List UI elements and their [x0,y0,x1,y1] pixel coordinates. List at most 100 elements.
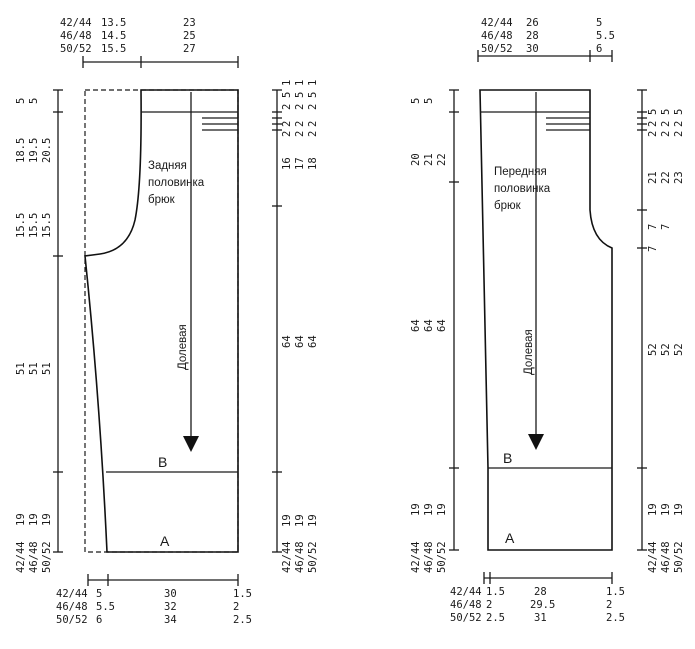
svg-text:46/48: 46/48 [28,541,40,573]
svg-text:30: 30 [164,588,177,600]
svg-text:2: 2 [660,121,672,127]
svg-text:15.5: 15.5 [28,213,40,238]
svg-text:2: 2 [281,121,293,127]
svg-text:19: 19 [41,513,53,526]
svg-text:2: 2 [294,121,306,127]
front-pattern-outline [479,89,613,551]
svg-text:2.5: 2.5 [486,612,505,624]
svg-text:21: 21 [647,171,659,184]
back-top-measurements: 42/44 46/48 50/52 13.5 14.5 15.5 23 25 2… [60,17,239,68]
svg-text:19.5: 19.5 [28,138,40,163]
svg-text:18.5: 18.5 [15,138,27,163]
svg-text:5: 5 [423,98,435,104]
svg-text:1.5: 1.5 [233,588,252,600]
svg-text:42/44: 42/44 [450,586,482,598]
svg-text:2: 2 [673,121,685,127]
back-bottom-measurements: 42/44 46/48 50/52 5 5.5 6 30 32 34 1.5 2… [56,574,252,626]
back-top-col1-2: 14.5 [101,30,126,42]
svg-text:42/44: 42/44 [15,541,27,573]
svg-text:52: 52 [647,343,659,356]
back-pattern-outline [84,89,239,553]
svg-text:2: 2 [660,131,672,137]
svg-text:6: 6 [596,43,602,55]
svg-text:52: 52 [673,343,685,356]
front-title-line-3: брюк [494,200,522,212]
svg-text:17: 17 [294,157,306,170]
svg-text:64: 64 [423,319,435,332]
svg-text:5: 5 [294,92,306,98]
svg-text:15.5: 15.5 [41,213,53,238]
svg-text:46/48: 46/48 [450,599,482,611]
svg-text:19: 19 [423,503,435,516]
svg-text:42/44: 42/44 [481,17,513,29]
front-grain-label: Долевая [523,329,535,375]
back-pattern: 42/44 46/48 50/52 13.5 14.5 15.5 23 25 2… [15,17,319,626]
svg-text:42/44: 42/44 [281,541,293,573]
svg-text:46/48: 46/48 [660,541,672,573]
svg-text:5.5: 5.5 [96,601,115,613]
svg-text:5: 5 [647,109,659,115]
front-label-b: B [503,450,512,466]
svg-text:51: 51 [41,362,53,375]
front-pattern: 42/44 46/48 50/52 26 28 30 5 5.5 6 5 5 2… [410,17,685,624]
front-top-measurements: 42/44 46/48 50/52 26 28 30 5 5.5 6 [477,17,615,62]
svg-text:42/44: 42/44 [410,541,422,573]
svg-text:51: 51 [28,362,40,375]
svg-text:19: 19 [673,503,685,516]
svg-text:23: 23 [673,171,685,184]
svg-text:42/44: 42/44 [647,541,659,573]
svg-text:29.5: 29.5 [530,599,555,611]
svg-text:2: 2 [233,601,239,613]
svg-text:2: 2 [647,131,659,137]
svg-text:15.5: 15.5 [15,213,27,238]
svg-text:19: 19 [307,514,319,527]
svg-text:19: 19 [281,514,293,527]
svg-text:28: 28 [526,30,539,42]
svg-text:18: 18 [307,157,319,170]
svg-text:5: 5 [281,92,293,98]
back-label-b: B [158,454,167,470]
svg-text:19: 19 [436,503,448,516]
svg-text:50/52: 50/52 [436,541,448,573]
svg-text:1: 1 [294,80,306,86]
svg-text:2: 2 [307,121,319,127]
svg-text:5: 5 [660,109,672,115]
svg-text:5: 5 [307,92,319,98]
svg-text:7: 7 [647,224,659,230]
front-title-line-1: Передняя [494,166,547,178]
svg-text:2: 2 [307,131,319,137]
svg-text:1.5: 1.5 [606,586,625,598]
front-right-dimension: 225 225 225 21 22 23 7 7 7 52 52 52 19 1… [637,89,685,573]
svg-text:19: 19 [410,503,422,516]
svg-text:64: 64 [410,319,422,332]
svg-text:1.5: 1.5 [486,586,505,598]
svg-text:51: 51 [15,362,27,375]
svg-text:2: 2 [673,131,685,137]
svg-text:5: 5 [15,98,27,104]
back-top-col2-2: 25 [183,30,196,42]
svg-text:5: 5 [596,17,602,29]
svg-text:46/48: 46/48 [481,30,513,42]
svg-text:30: 30 [526,43,539,55]
svg-text:16: 16 [281,157,293,170]
back-grain-label: Долевая [177,324,189,370]
svg-text:26: 26 [526,17,539,29]
svg-text:20.5: 20.5 [41,138,53,163]
back-label-a: A [160,533,170,549]
back-top-size-1: 42/44 [60,17,92,29]
svg-text:46/48: 46/48 [56,601,88,613]
back-top-col1-1: 13.5 [101,17,126,29]
front-left-dimension: 5 5 20 21 22 64 64 64 19 19 19 42/44 46/… [410,89,459,573]
svg-text:21: 21 [423,153,435,166]
svg-text:19: 19 [294,514,306,527]
svg-text:2.5: 2.5 [233,614,252,626]
svg-text:2: 2 [294,104,306,110]
back-top-size-3: 50/52 [60,43,92,55]
back-left-dimension: 5 5 18.5 19.5 20.5 15.5 15.5 15.5 51 51 … [15,89,63,573]
svg-text:5: 5 [28,98,40,104]
svg-text:1: 1 [281,80,293,86]
svg-text:19: 19 [28,513,40,526]
svg-text:2: 2 [647,121,659,127]
svg-text:6: 6 [96,614,102,626]
